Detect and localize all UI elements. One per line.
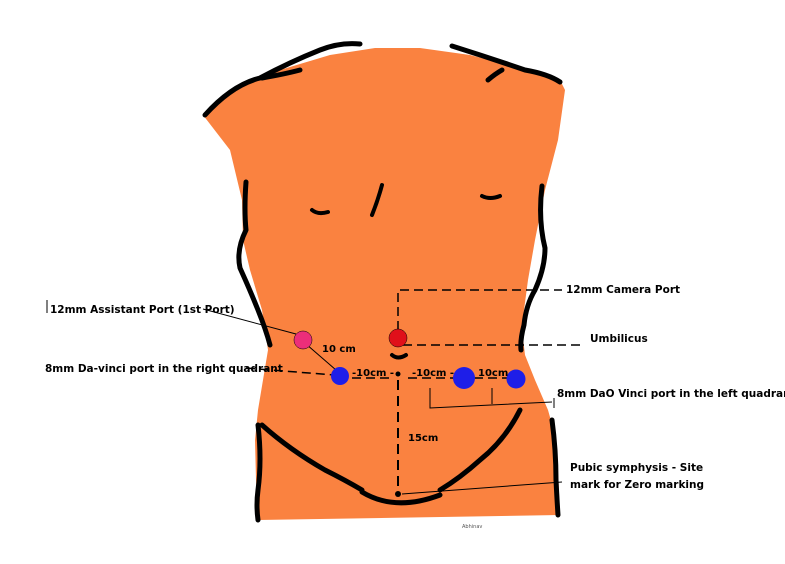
neck-shoulder-outline-right [449,43,563,85]
assistant-port-marker [293,330,313,350]
neck-shoulder-outline [202,41,363,118]
chest-crease [370,183,384,217]
right-midline-distance: -10cm - [352,368,394,379]
pubic-label-line1: Pubic symphysis - Site [570,462,703,474]
hip-line-left [254,422,263,523]
assistant-right-link [305,343,337,371]
left-davinci-port-marker-inner [453,367,475,389]
left-port-bracket [429,388,553,409]
midline-center-dot [395,371,401,377]
nipple-right [480,194,502,200]
left-flank-outline [236,179,273,348]
right-port-leader [245,367,335,376]
assistant-port-label: 12mm Assistant Port (1st Port) [50,304,235,316]
inguinal-line-right [437,407,523,493]
assistant-port-leader [202,308,297,335]
nipple-left [310,208,330,216]
torso-body [203,48,565,520]
pubic-curve [359,489,443,506]
pubic-leader [401,481,563,495]
shoulder-line-left [259,67,303,81]
umbilicus-label: Umbilicus [590,333,648,345]
camera-port-marker [388,328,408,348]
right-davinci-port-marker [331,367,349,385]
pubic-dot [395,491,401,497]
camera-port-label: 12mm Camera Port [566,284,680,296]
pubic-label-line2: mark for Zero marking [570,479,704,491]
umbilicus-mark [390,353,408,360]
left-far-distance: 10cm [478,368,508,379]
right-port-label: 8mm Da-vinci port in the right quadrant [45,363,283,375]
inguinal-line-left [259,422,365,493]
left-davinci-port-marker-outer [506,369,526,389]
author-signature: Abhinav [462,524,482,530]
hip-line-right [549,417,561,518]
left-port-label: 8mm DaO Vinci port in the left quadrant [557,388,785,400]
midline-left-distance: -10cm - [412,368,454,379]
umbilicus-pubis-distance: 15cm [408,433,438,444]
shoulder-line-right [485,67,505,83]
assistant-right-distance: 10 cm [322,344,356,355]
